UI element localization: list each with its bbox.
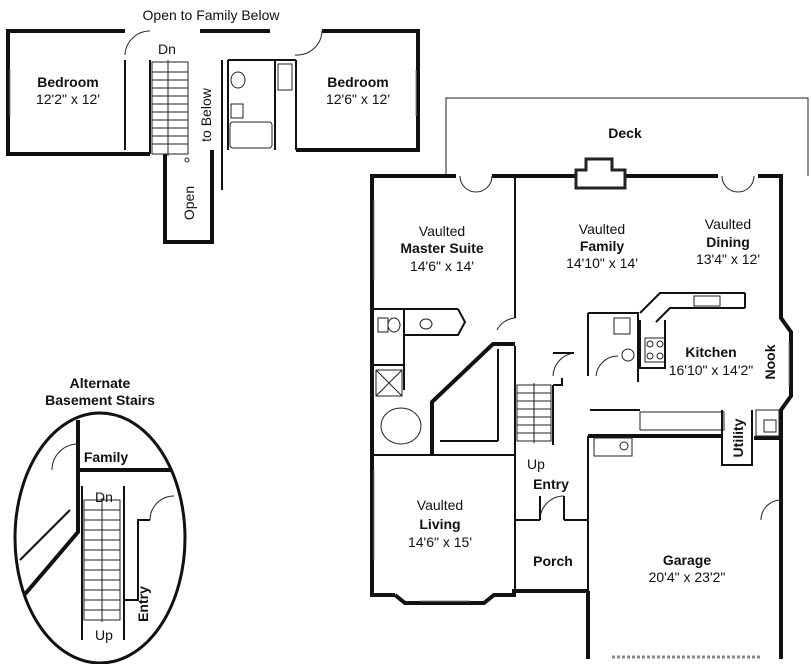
master-vaulted: Vaulted bbox=[419, 223, 465, 239]
alternate-stairs-inset: Alternate Basement Stairs bbox=[13, 375, 187, 664]
bedroom-right-name: Bedroom bbox=[327, 74, 388, 90]
utility-label: Utility bbox=[730, 418, 746, 457]
dining-vaulted: Vaulted bbox=[705, 216, 751, 232]
open-to-family-label: Open to Family Below bbox=[143, 7, 281, 23]
family-vaulted: Vaulted bbox=[579, 221, 625, 237]
living-name: Living bbox=[419, 516, 460, 532]
to-below-label: to Below bbox=[198, 87, 214, 142]
bedroom-right-size: 12'6" x 12' bbox=[326, 91, 390, 107]
stair-up-label: Up bbox=[527, 456, 545, 472]
family-name: Family bbox=[580, 238, 625, 254]
french-door-dining[interactable] bbox=[721, 175, 755, 193]
entry-label: Entry bbox=[533, 476, 569, 492]
nook-label: Nook bbox=[762, 344, 778, 379]
living-vaulted: Vaulted bbox=[417, 497, 463, 513]
garage-size: 20'4" x 23'2" bbox=[649, 569, 726, 585]
kitchen-name: Kitchen bbox=[685, 344, 736, 360]
open-label: Open bbox=[181, 186, 197, 220]
french-door-master[interactable] bbox=[459, 175, 493, 193]
main-stairs bbox=[516, 378, 563, 445]
dining-size: 13'4" x 12' bbox=[696, 251, 760, 267]
kitchen-size: 16'10" x 14'2" bbox=[669, 362, 754, 378]
alternate-title-1: Alternate bbox=[70, 375, 131, 391]
dining-name: Dining bbox=[706, 234, 750, 250]
down-label: Dn bbox=[158, 41, 176, 57]
deck-outline bbox=[445, 97, 809, 176]
garage-name: Garage bbox=[663, 552, 711, 568]
porch-label: Porch bbox=[533, 553, 573, 569]
master-size: 14'6" x 14' bbox=[410, 258, 474, 274]
bedroom-left-name: Bedroom bbox=[37, 74, 98, 90]
upper-stairs bbox=[151, 60, 190, 163]
inset-down-label: Dn bbox=[95, 489, 113, 505]
main-floor: Deck Vaulted Master Suite 14'6" x 14' Va… bbox=[370, 97, 809, 659]
inset-entry-label: Entry bbox=[135, 586, 151, 622]
family-size: 14'10" x 14' bbox=[566, 255, 638, 271]
upper-floor: Open to Family Below Dn Open to Below Be… bbox=[6, 7, 420, 244]
inset-family-label: Family bbox=[84, 449, 129, 465]
deck-label: Deck bbox=[608, 125, 642, 141]
bedroom-left-size: 12'2" x 12' bbox=[36, 91, 100, 107]
living-size: 14'6" x 15' bbox=[408, 534, 472, 550]
inset-oval bbox=[13, 411, 187, 664]
master-name: Master Suite bbox=[400, 240, 483, 256]
inset-up-label: Up bbox=[95, 627, 113, 643]
alternate-title-2: Basement Stairs bbox=[45, 392, 155, 408]
